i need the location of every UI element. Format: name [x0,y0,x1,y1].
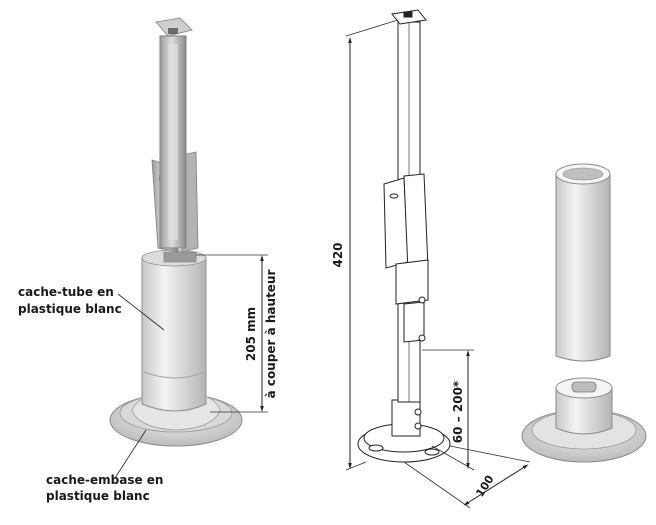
top-clip [155,17,193,37]
base-cover-label-1: cache-embase en [46,473,163,487]
tube-cover [141,257,207,412]
cut-height-text: 205 mm [244,307,258,361]
base-cover-callout: cache-embase en plastique blanc [46,429,163,503]
cut-note-text: à couper à hauteur [264,270,278,399]
total-height-dimension: 420 [331,19,399,471]
adjust-range-text: 60 – 200* [451,380,465,443]
loose-base-cover [521,377,647,463]
cut-height-dimension: 205 mm à couper à hauteur [196,254,278,413]
total-height-text: 420 [331,242,345,267]
adjust-range-dimension: 60 – 200* [422,349,475,471]
shaded-assembly [109,17,243,447]
tube-cover-callout: cache-tube en plastique blanc [18,285,165,331]
line-drawing-bracket [357,9,451,463]
tube-cover-label-1: cache-tube en [18,285,114,299]
base-cover-label-2: plastique blanc [46,489,150,503]
tube-cover-label-2: plastique blanc [18,302,122,316]
base-width-text: 100 [473,473,496,500]
loose-tube-cover [555,163,611,362]
